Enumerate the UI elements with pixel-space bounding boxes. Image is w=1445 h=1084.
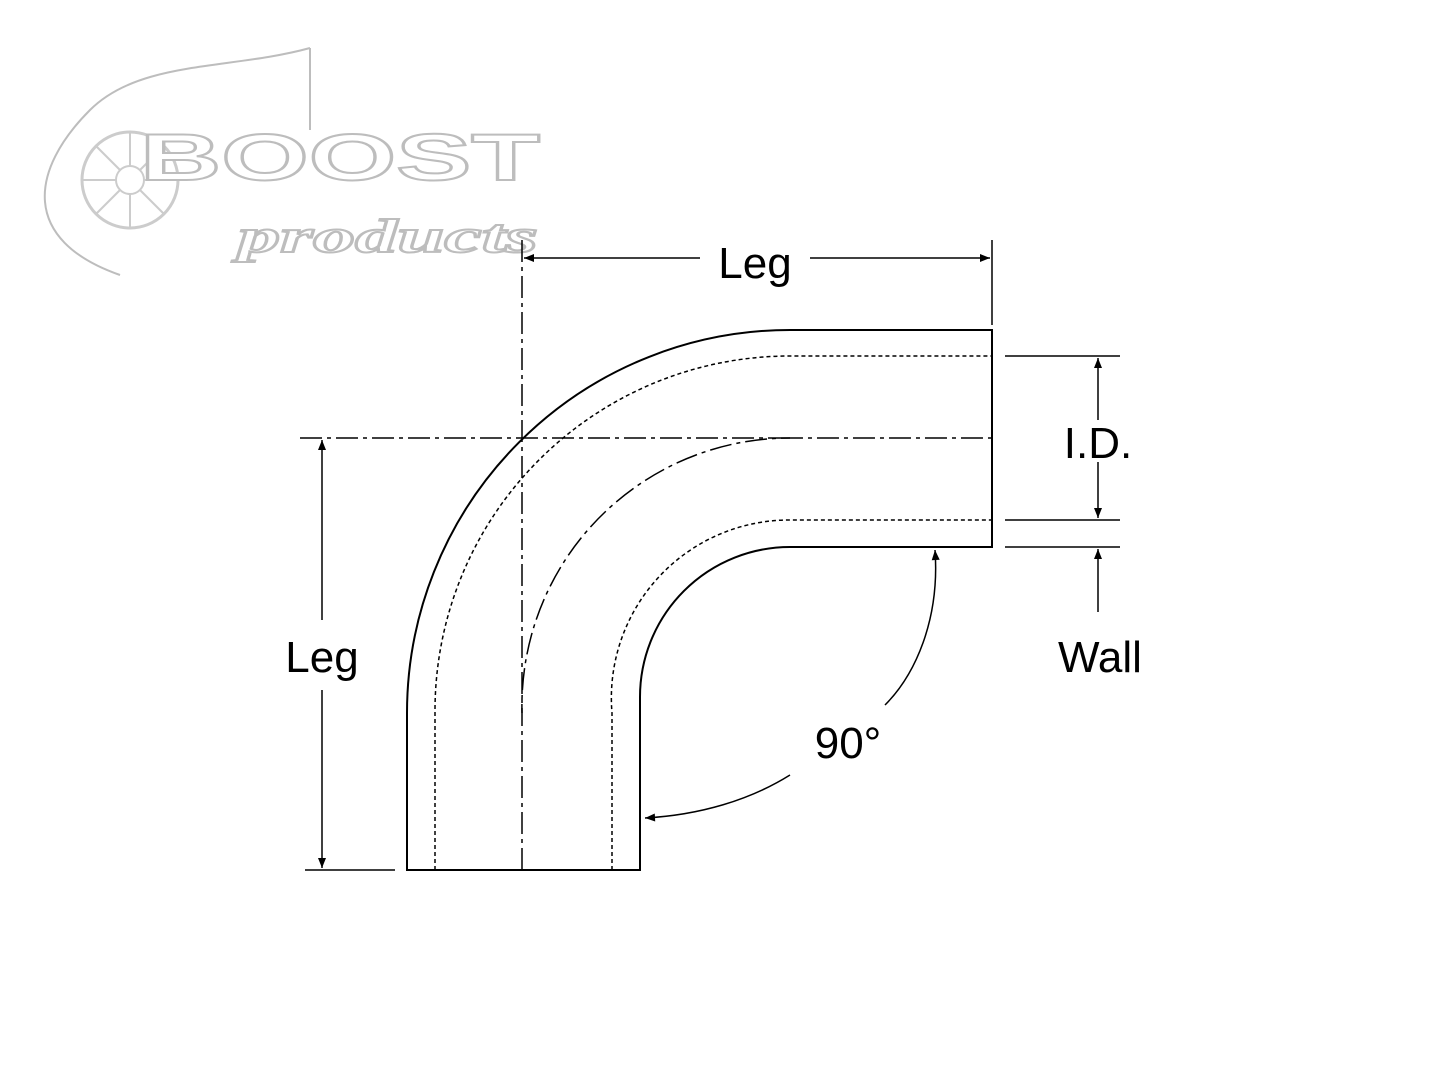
leg-top-label: Leg	[718, 239, 791, 288]
angle-dimension: 90°	[644, 549, 940, 822]
leg-left-dimension: Leg	[285, 440, 395, 871]
logo-sub-text: products	[231, 210, 538, 263]
angle-label: 90°	[815, 719, 882, 768]
inner-wall-inner-line	[610, 519, 992, 870]
elbow-outline	[300, 240, 993, 871]
wall-label: Wall	[1058, 633, 1142, 682]
id-wall-dimension: I.D. Wall	[1005, 355, 1142, 682]
leg-top-dimension: Leg	[524, 239, 993, 325]
inner-diameter-label: I.D.	[1064, 419, 1132, 468]
bend-centerline	[521, 437, 992, 870]
logo-brand-text: BOOST	[140, 120, 540, 194]
brand-logo: BOOST products	[43, 47, 541, 276]
outer-wall-inner-line	[434, 355, 992, 870]
leg-left-label: Leg	[285, 633, 358, 682]
